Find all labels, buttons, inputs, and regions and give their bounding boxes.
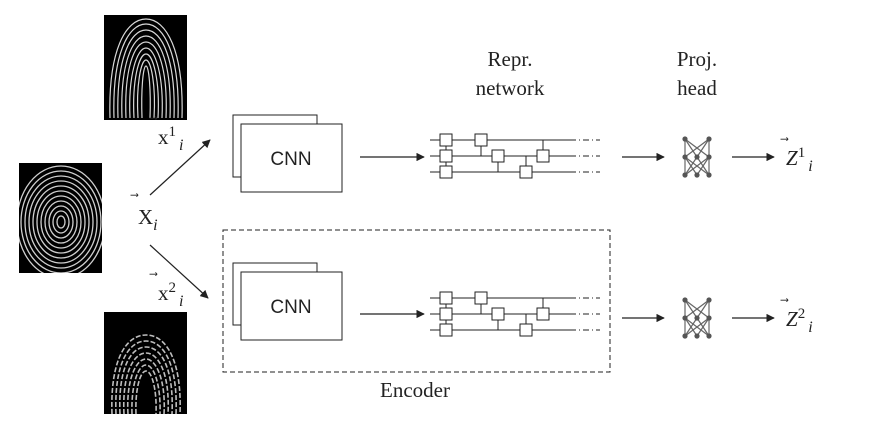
svg-text:x2i: x2i bbox=[158, 280, 183, 310]
arrow-to-view-1 bbox=[149, 139, 211, 196]
fingerprint-image-input bbox=[19, 163, 102, 273]
output-label-z2: Z2i ⃗ bbox=[780, 298, 813, 336]
cnn-block-top: CNN bbox=[232, 114, 343, 193]
proj-head-top-icon bbox=[682, 136, 712, 178]
cnn-block-bottom: CNN bbox=[232, 262, 343, 341]
proj-head-bottom-icon bbox=[682, 297, 712, 339]
fingerprint-image-view-2 bbox=[104, 312, 187, 414]
output-label-z1: Z1i ⃗ bbox=[780, 137, 813, 175]
svg-text:Xi: Xi bbox=[138, 205, 158, 234]
svg-text:Z2i: Z2i bbox=[786, 306, 813, 336]
encoder-label: Encoder bbox=[380, 378, 450, 402]
input-label-x-i: Xi ⃗ bbox=[130, 193, 158, 234]
repr-network-title-line2: network bbox=[476, 76, 545, 100]
vector-arrow: ⃗ bbox=[780, 298, 789, 302]
encoder-box bbox=[222, 229, 611, 373]
fingerprint-image-view-1 bbox=[104, 15, 187, 120]
vector-arrow: ⃗ bbox=[780, 137, 789, 141]
repr-network-bottom bbox=[430, 291, 600, 337]
cnn-label: CNN bbox=[270, 149, 311, 170]
svg-text:x1i: x1i bbox=[158, 124, 183, 154]
cnn-label: CNN bbox=[270, 297, 311, 318]
proj-head-title-line2: head bbox=[677, 76, 717, 100]
arrow-to-view-2 bbox=[149, 244, 209, 299]
svg-text:Z1i: Z1i bbox=[786, 145, 813, 175]
repr-network-top bbox=[430, 133, 600, 179]
view-1-label: x1i ⃗ bbox=[149, 116, 183, 154]
proj-head-title-line1: Proj. bbox=[677, 47, 717, 71]
view-2-label: x2i ⃗ bbox=[149, 272, 183, 310]
vector-arrow: ⃗ bbox=[130, 193, 139, 197]
repr-network-title-line1: Repr. bbox=[488, 47, 533, 71]
vector-arrow: ⃗ bbox=[149, 272, 158, 276]
